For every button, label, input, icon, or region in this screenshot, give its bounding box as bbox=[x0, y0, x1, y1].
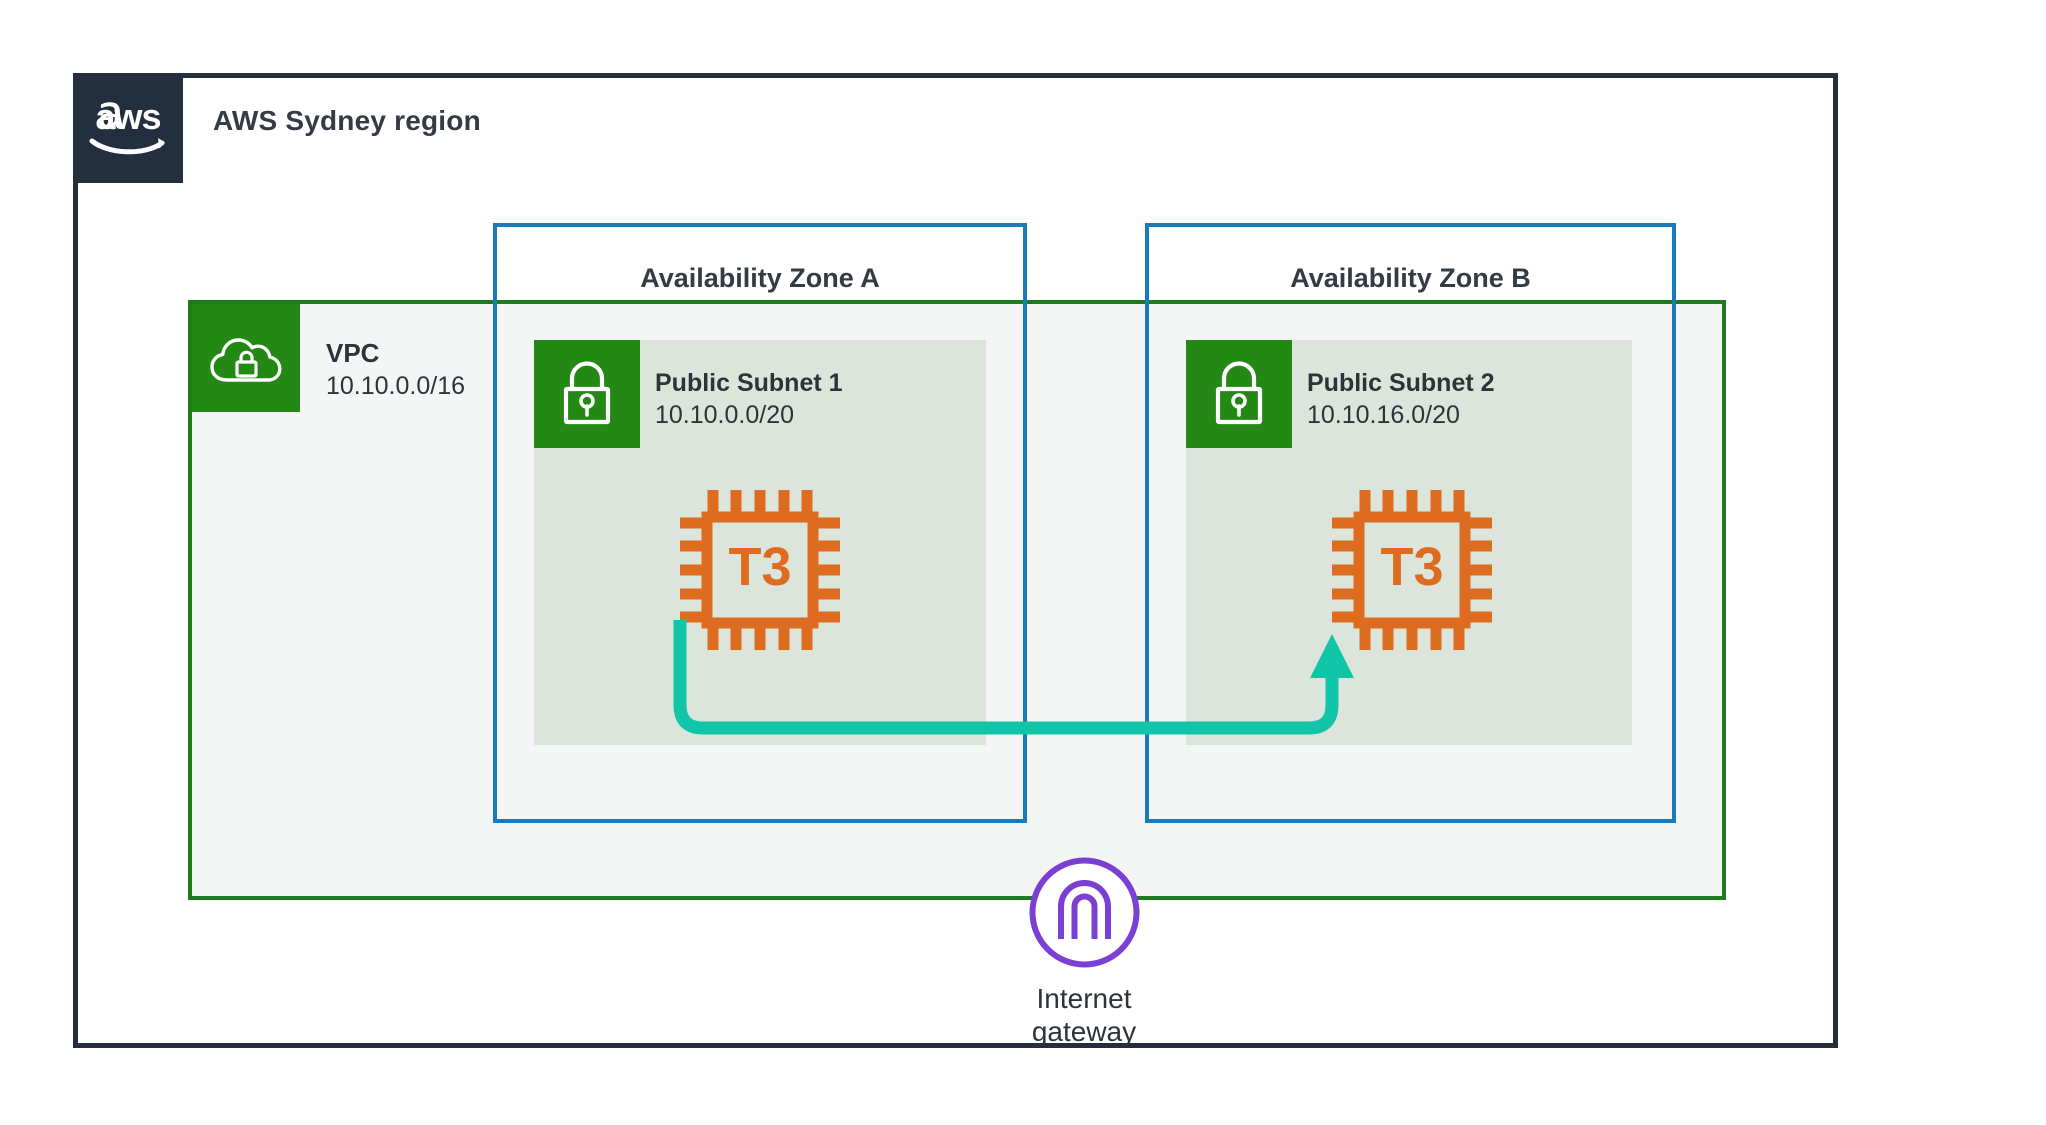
public-subnet-2-label-group: Public Subnet 2 10.10.16.0/20 bbox=[1307, 367, 1495, 431]
vpc-label-group: VPC 10.10.0.0/16 bbox=[326, 337, 465, 402]
availability-zone-b-box bbox=[1145, 223, 1676, 823]
availability-zone-b-label: Availability Zone B bbox=[1290, 263, 1531, 293]
ec2-chip-icon-a: T3 bbox=[680, 490, 840, 650]
availability-zone-a-label: Availability Zone A bbox=[640, 263, 880, 293]
internet-gateway-icon bbox=[1027, 855, 1142, 970]
public-subnet-2-name: Public Subnet 2 bbox=[1307, 369, 1495, 397]
ec2-chip-icon-b: T3 bbox=[1332, 490, 1492, 650]
svg-text:aws: aws bbox=[95, 97, 160, 137]
instance-type-label-a: T3 bbox=[728, 537, 791, 597]
public-subnet-1-label-group: Public Subnet 1 10.10.0.0/20 bbox=[655, 367, 843, 431]
vpc-cloud-lock-icon bbox=[192, 304, 300, 412]
internet-gateway-label-line2: gateway bbox=[1031, 1016, 1137, 1048]
availability-zone-a-box bbox=[493, 223, 1027, 823]
instance-type-label-b: T3 bbox=[1380, 537, 1443, 597]
vpc-name: VPC bbox=[326, 338, 380, 368]
public-subnet-2-cidr: 10.10.16.0/20 bbox=[1307, 401, 1460, 429]
internet-gateway-label: Internet gateway bbox=[954, 982, 1214, 1048]
internet-gateway-label-line1: Internet bbox=[1036, 983, 1132, 1014]
padlock-icon bbox=[1186, 340, 1292, 448]
aws-logo-icon: aws bbox=[73, 73, 183, 183]
public-subnet-1-name: Public Subnet 1 bbox=[655, 369, 843, 397]
vpc-cidr: 10.10.0.0/16 bbox=[326, 372, 466, 401]
region-title: AWS Sydney region bbox=[213, 105, 481, 136]
public-subnet-1-cidr: 10.10.0.0/20 bbox=[655, 401, 795, 429]
padlock-icon bbox=[534, 340, 640, 448]
